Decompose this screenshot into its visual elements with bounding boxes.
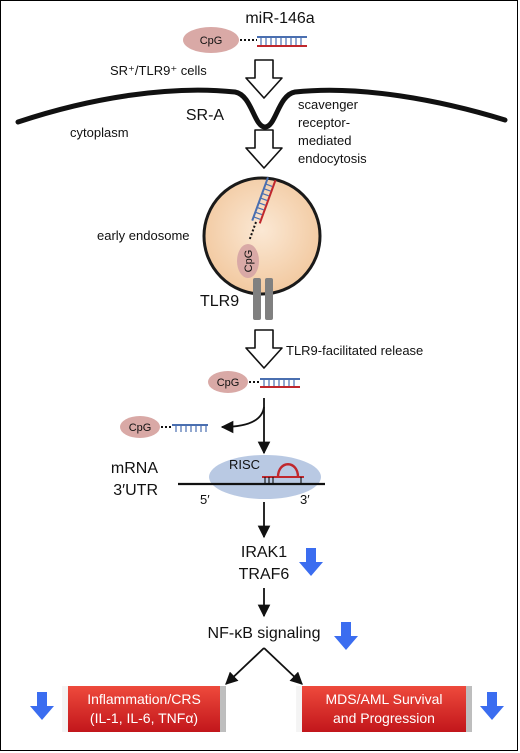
release-label: TLR9-facilitated release (286, 343, 423, 358)
cpg-label: CpG (200, 35, 223, 47)
cpg-mirna-conjugate-endosome (248, 177, 277, 240)
inflammation-label-2: (IL-1, IL-6, TNFα) (90, 710, 198, 726)
cpg-oval-endosome (237, 244, 259, 278)
entry-arrow (245, 59, 283, 99)
irak1-downregulation-arrow (299, 548, 323, 576)
five-prime-label: 5′ (200, 492, 210, 507)
three-prime-label: 3′ (300, 492, 310, 507)
risc-label: RISC (229, 457, 260, 472)
released-conjugate: CpG (208, 371, 300, 393)
irak1-label: IRAK1 (241, 544, 287, 561)
cell-membrane (15, 87, 508, 130)
cpg-oval (183, 27, 239, 53)
cpg-label-cleaved: CpG (129, 422, 152, 434)
nfkb-label: NF-κB signaling (208, 625, 321, 642)
cleaved-passenger-strand: CpG (120, 416, 208, 438)
mirna-label: miR-146a (245, 10, 314, 27)
tlr9-receptor-right (265, 278, 273, 320)
cells-label: SR⁺/TLR9⁺ cells (110, 63, 207, 78)
inflammation-box: Inflammation/CRS (IL-1, IL-6, TNFα) (62, 686, 226, 732)
tlr9-label: TLR9 (200, 293, 239, 310)
scavenger-label-4: endocytosis (298, 151, 367, 166)
scavenger-label-1: scavenger (298, 97, 359, 112)
inflammation-downregulation-arrow (30, 692, 54, 720)
sra-label: SR-A (186, 107, 225, 124)
inflammation-label-1: Inflammation/CRS (87, 691, 201, 707)
mds-aml-label-2: and Progression (333, 710, 435, 726)
cytoplasm-label: cytoplasm (70, 125, 129, 140)
mrna-label-1: mRNA (111, 460, 158, 477)
cpg-label-endosome: CpG (243, 250, 255, 273)
early-endosome-label: early endosome (97, 228, 190, 243)
traf6-label: TRAF6 (239, 566, 290, 583)
mrna-label-2: 3′UTR (113, 482, 158, 499)
release-arrow (245, 329, 283, 369)
scavenger-label-2: receptor- (298, 115, 350, 130)
mds-aml-label-1: MDS/AML Survival (326, 691, 443, 707)
mds-aml-box: MDS/AML Survival and Progression (296, 686, 472, 732)
tlr9-receptor-left (253, 278, 261, 320)
cpg-label-released: CpG (217, 377, 240, 389)
nfkb-downregulation-arrow (334, 622, 358, 650)
mirna-guide-strand (262, 463, 304, 484)
early-endosome (202, 176, 322, 296)
endocytosis-arrow (245, 129, 283, 169)
mds-aml-downregulation-arrow (480, 692, 504, 720)
scavenger-label-3: mediated (298, 133, 351, 148)
cpg-mirna-conjugate-top: CpG (183, 27, 307, 53)
